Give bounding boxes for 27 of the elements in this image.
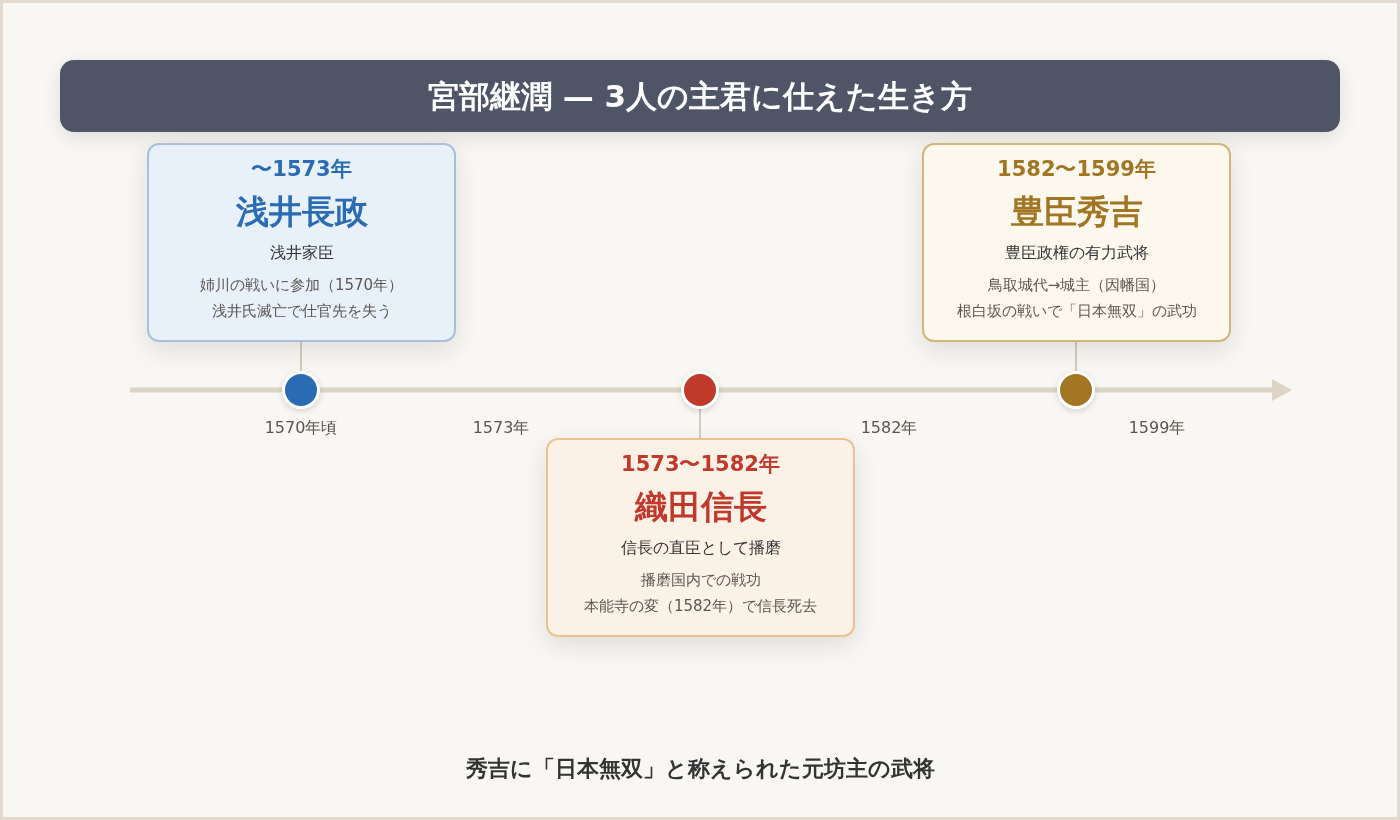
detail-text: 浅井氏滅亡で仕官先を失う [211,301,392,322]
title: 宮部継潤 — 3人の主君に仕えた生き方 [427,77,973,116]
role-text: 浅井家臣 [269,242,334,264]
leader-line [699,408,701,439]
detail-text: 姉川の戦いに参加（1570年） [199,275,404,296]
lord-name: 浅井長政 [235,191,368,233]
leader-line [300,341,302,372]
period-card [147,143,456,342]
caption: 秀吉に「日本無双」と称えられた元坊主の武将 [465,756,935,781]
lord-name: 豊臣秀吉 [1010,191,1143,233]
role-text: 豊臣政権の有力武将 [1004,242,1149,264]
detail-text: 鳥取城代→城主（因幡国） [987,275,1166,296]
period-years: 1573〜1582年 [621,452,780,476]
period-years: 1582〜1599年 [997,157,1156,181]
detail-text: 播磨国内での戦功 [640,570,761,591]
period-years: 〜1573年 [251,157,352,181]
detail-text: 本能寺の変（1582年）で信長死去 [583,596,818,617]
period-card [546,438,855,637]
year-label: 1570年頃 [264,417,338,439]
year-label: 1573年 [472,417,530,439]
period-card [922,143,1231,342]
year-label: 1582年 [860,417,918,439]
lord-name: 織田信長 [634,486,767,528]
leader-line [1075,341,1077,372]
detail-text: 根白坂の戦いで「日本無双」の武功 [956,301,1197,322]
year-label: 1599年 [1128,417,1186,439]
role-text: 信長の直臣として播磨 [620,537,781,559]
